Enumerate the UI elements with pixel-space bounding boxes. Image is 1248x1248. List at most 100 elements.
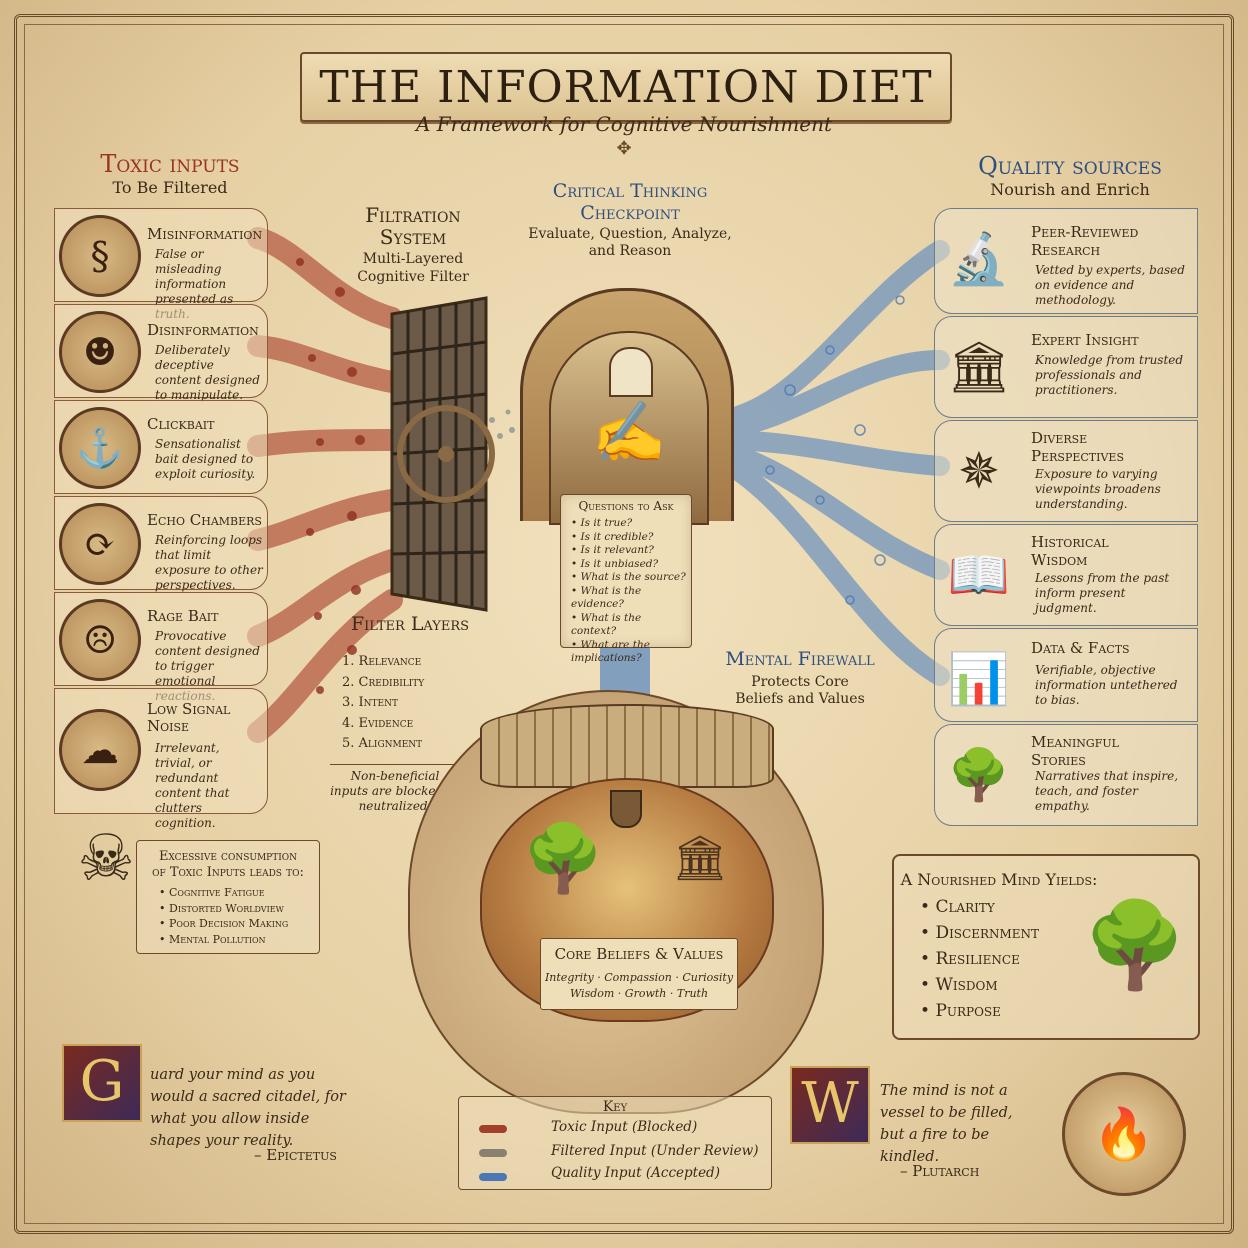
toxic-card-desc: Deliberately deceptive content designed … xyxy=(155,343,260,402)
toxic-card-title: Rage Bait xyxy=(147,607,219,625)
illuminated-initial-g: G xyxy=(62,1044,142,1122)
filter-layer: 4. Evidence xyxy=(342,715,414,731)
quality-card-desc: Verifiable, objective information unteth… xyxy=(1035,663,1178,707)
questions-list: Is it true? Is it credible? Is it releva… xyxy=(571,517,689,666)
filter-layer: 1. Relevance xyxy=(342,654,422,669)
questions-title: Questions to Ask xyxy=(578,499,674,513)
toxic-card-desc: False or misleading information presente… xyxy=(155,247,234,321)
quality-stream-2 xyxy=(710,350,950,440)
compass-icon: ✵ xyxy=(958,442,1000,500)
checkpoint-header: Critical Thinking Checkpoint Evaluate, Q… xyxy=(520,180,740,260)
toxic-heading: Toxic inputs xyxy=(100,150,240,178)
filter-layers-heading: Filter Layers xyxy=(350,613,470,635)
page-subtitle: A Framework for Cognitive Nourishment xyxy=(415,112,833,136)
excess-item: Cognitive Fatigue xyxy=(159,885,288,901)
toxic-stream-6 xyxy=(247,589,403,743)
quality-card-title: Expert Insight xyxy=(1031,331,1139,349)
angry-face-icon: ☹ xyxy=(59,599,141,681)
filtration-subheading: Multi-Layered Cognitive Filter xyxy=(357,251,469,285)
scholar-alcove: ✍ xyxy=(549,331,709,525)
tree-icon: 🌳 xyxy=(947,745,1011,804)
flame-brazier-icon: 🔥 xyxy=(1062,1072,1186,1196)
filter-layer: 3. Intent xyxy=(342,695,398,710)
filter-layers-header: Filter Layers xyxy=(340,614,480,635)
quality-arrow-icon xyxy=(479,1173,507,1181)
bar-chart-icon: 📊 xyxy=(947,649,1011,708)
illuminated-initial-w: W xyxy=(790,1066,870,1144)
yields-heading: A Nourished Mind Yields: xyxy=(900,870,1098,889)
firewall-header: Mental Firewall Protects Core Beliefs an… xyxy=(700,648,900,708)
filter-wheel-icon xyxy=(397,405,495,503)
filter-layer: 2. Credibility xyxy=(342,674,425,690)
key-row-quality: Quality Input (Accepted) xyxy=(551,1165,720,1181)
scholar-icon: ✍ xyxy=(591,398,667,468)
flourish-icon: ✥ xyxy=(616,138,632,159)
excess-item: Mental Pollution xyxy=(159,932,288,948)
toxic-card-low-signal-noise: ☁ Low Signal Noise Irrelevant, trivial, … xyxy=(54,688,268,830)
checkpoint-heading: Critical Thinking Checkpoint xyxy=(552,180,708,224)
question-item: What are the implications? xyxy=(571,639,689,666)
quality-card-desc: Exposure to varying viewpoints broadens … xyxy=(1035,467,1161,511)
quality-stream-5 xyxy=(710,450,950,686)
filter-grate xyxy=(390,296,495,612)
toxic-stream-3 xyxy=(247,429,403,457)
toxic-card-clickbait: ⚓ Clickbait Sensationalist bait designed… xyxy=(54,400,268,494)
quote-left-author: – Epictetus xyxy=(254,1146,337,1164)
quality-stream-3 xyxy=(710,430,950,476)
core-title: Core Beliefs & Values xyxy=(554,945,724,963)
toxic-card-title: Echo Chambers xyxy=(147,511,262,529)
shield-icon xyxy=(610,790,642,828)
toxic-card-title: Misinformation xyxy=(147,225,263,243)
legend-key: Key Toxic Input (Blocked) Filtered Input… xyxy=(458,1096,772,1190)
question-item: Is it credible? xyxy=(571,531,689,545)
question-item: Is it unbiased? xyxy=(571,558,689,572)
quality-card-perspectives: ✵ Diverse Perspectives Exposure to varyi… xyxy=(934,420,1198,522)
checkpoint-subheading: Evaluate, Question, Analyze, and Reason xyxy=(528,226,732,259)
quote-right-text: The mind is not a vessel to be filled, b… xyxy=(880,1083,1013,1165)
title-banner: THE INFORMATION DIET xyxy=(300,52,952,122)
skull-crossbones-icon: ☠ xyxy=(77,822,135,896)
toxic-card-desc: Irrelevant, trivial, or redundant conten… xyxy=(155,741,230,830)
quote-right-author: – Plutarch xyxy=(900,1162,980,1180)
core-values-box: Core Beliefs & Values Integrity · Compas… xyxy=(540,938,738,1010)
serpent-icon: § xyxy=(59,215,141,297)
quality-card-desc: Narratives that inspire, teach, and fost… xyxy=(1035,769,1179,813)
toxic-card-misinformation: § Misinformation False or misleading inf… xyxy=(54,208,268,321)
quality-card-research: 🔬 Peer-Reviewed Research Vetted by exper… xyxy=(934,208,1198,314)
toxic-stream-1 xyxy=(247,227,403,329)
quality-card-title: Data & Facts xyxy=(1031,639,1130,657)
yield-item: Resilience xyxy=(920,946,1039,972)
key-title: Key xyxy=(602,1099,628,1115)
book-icon: 📖 xyxy=(947,545,1011,604)
toxic-card-title: Disinformation xyxy=(147,321,259,339)
toxic-stream-5 xyxy=(247,549,403,647)
toxic-stream-4 xyxy=(247,489,403,551)
nourished-mind-box: A Nourished Mind Yields: Clarity Discern… xyxy=(892,854,1200,1040)
toxic-card-title: Clickbait xyxy=(147,415,215,433)
quality-card-stories: 🌳 Meaningful Stories Narratives that ins… xyxy=(934,724,1198,826)
question-item: What is the source? xyxy=(571,571,689,585)
oak-tree-icon: 🌳 xyxy=(1082,896,1188,994)
question-item: Is it relevant? xyxy=(571,544,689,558)
quote-left-text: uard your mind as you would a sacred cit… xyxy=(150,1067,346,1149)
excess-heading-2: of Toxic Inputs leads to: xyxy=(152,865,304,880)
question-item: Is it true? xyxy=(571,517,689,531)
quality-card-title: Meaningful Stories xyxy=(1031,733,1119,769)
filtered-dots-icon xyxy=(479,1149,507,1157)
tree-icon: 🌳 xyxy=(522,820,605,897)
yield-item: Wisdom xyxy=(920,972,1039,998)
excess-list: Cognitive Fatigue Distorted Worldview Po… xyxy=(159,885,288,947)
quality-section-header: Quality sources Nourish and Enrich xyxy=(950,152,1190,199)
hook-icon: ⚓ xyxy=(59,407,141,489)
yield-item: Purpose xyxy=(920,998,1039,1024)
toxic-card-rage-bait: ☹ Rage Bait Provocative content designed… xyxy=(54,592,268,703)
excess-consumption-box: Excessive consumption of Toxic Inputs le… xyxy=(136,840,320,954)
excess-item: Distorted Worldview xyxy=(159,901,288,917)
quality-card-title: Historical Wisdom xyxy=(1031,533,1109,569)
toxic-arrow-icon xyxy=(479,1125,507,1133)
loop-icon: ⟳ xyxy=(59,503,141,585)
toxic-card-title: Low Signal Noise xyxy=(147,700,231,735)
core-line1: Integrity · Compassion · Curiosity xyxy=(544,971,734,984)
excess-heading-1: Excessive consumption xyxy=(158,849,298,864)
